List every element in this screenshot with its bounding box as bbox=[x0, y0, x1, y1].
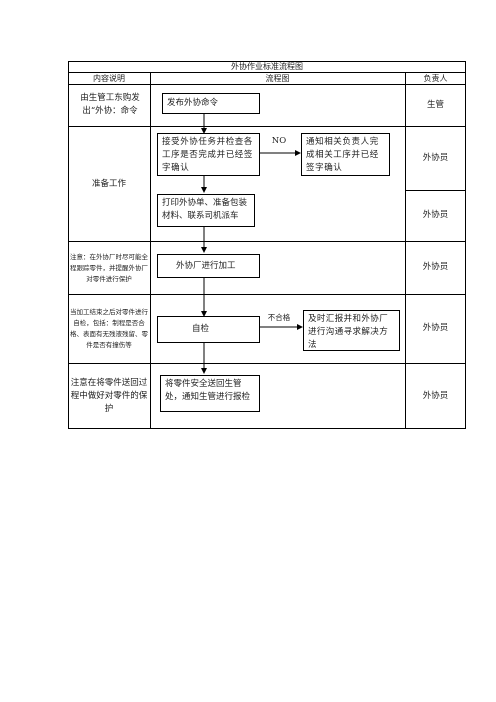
header-row-divider bbox=[68, 84, 466, 85]
row3-content: 注意：在外协厂时尽可能全程跟踪零件，并提醒外协厂对零件进行保护 bbox=[70, 252, 148, 283]
process-table bbox=[68, 61, 466, 429]
fail-label: 不合格 bbox=[267, 312, 291, 322]
table-title: 外协作业标准流程图 bbox=[231, 62, 303, 71]
flow-step-return-parts: 将零件安全送回生管处，通知生管进行报检 bbox=[160, 375, 260, 412]
row2-owner-divider bbox=[405, 190, 466, 191]
row2-content: 准备工作 bbox=[91, 178, 126, 189]
flow-side-notify: 通知相关负责人完成相关工序并已经签字确认 bbox=[301, 133, 390, 176]
flow-step-issue-order: 发布外协命令 bbox=[162, 93, 260, 114]
no-label: NO bbox=[271, 135, 287, 146]
header-content: 内容说明 bbox=[93, 73, 125, 83]
col1-divider bbox=[150, 72, 151, 429]
row1-content: 由生管工东购发出“外协：命令 bbox=[80, 93, 140, 116]
header-flow: 流程图 bbox=[265, 73, 290, 83]
row5-content: 注意在将零件送回过程中做好对零件的保护 bbox=[70, 377, 148, 414]
col2-divider bbox=[405, 72, 406, 429]
title-row-divider bbox=[68, 72, 466, 73]
row4-content: 当加工结束之后对零件进行自检，包括：制程是否合格、表面有无残液残留、零件是否有撞… bbox=[70, 307, 148, 349]
header-owner: 负责人 bbox=[423, 73, 448, 83]
row1-owner: 生管 bbox=[426, 99, 444, 110]
row2-owner-1: 外协员 bbox=[422, 152, 449, 163]
flow-step-self-check: 自检 bbox=[157, 316, 260, 343]
row3-divider bbox=[68, 294, 466, 295]
flow-step-prepare: 打印外协单、准备包装材料、联系司机派车 bbox=[157, 194, 255, 227]
row1-divider bbox=[68, 126, 466, 127]
flow-step-accept-check: 接受外协任务并检查各工序是否完成并已经签字确认 bbox=[157, 133, 260, 176]
row4-owner: 外协员 bbox=[422, 323, 449, 333]
row2-owner-2: 外协员 bbox=[422, 210, 449, 220]
row5-owner: 外协员 bbox=[422, 390, 449, 401]
row2-divider bbox=[68, 241, 466, 242]
flow-step-outsource-process: 外协厂进行加工 bbox=[157, 254, 260, 278]
flow-side-report: 及时汇报并和外协厂进行沟通寻求解决方法 bbox=[303, 310, 400, 351]
row3-owner: 外协员 bbox=[422, 262, 449, 272]
row4-divider bbox=[68, 363, 466, 364]
